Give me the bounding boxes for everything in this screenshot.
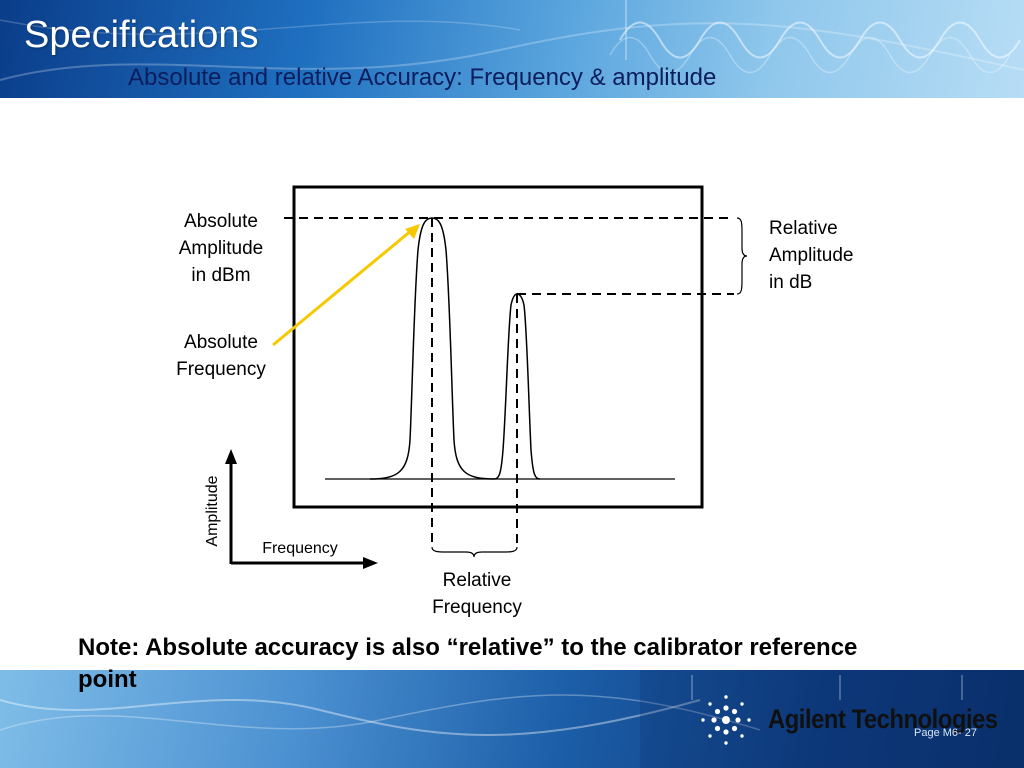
y-axis-arrow-icon	[225, 449, 237, 464]
relative-amplitude-label-line-2: Amplitude	[769, 245, 854, 266]
page-subtitle: Absolute and relative Accuracy: Frequenc…	[128, 64, 717, 91]
y-axis-label: Amplitude	[204, 475, 221, 546]
page-title: Specifications	[24, 14, 259, 56]
absolute-amplitude-label-line-3: in dBm	[191, 265, 250, 286]
x-axis-label: Frequency	[262, 540, 338, 557]
arrow-head-icon	[405, 224, 420, 239]
absolute-frequency-label-line-1: Absolute	[184, 332, 258, 353]
brand-name: Agilent Technologies	[768, 704, 998, 734]
relative-frequency-brace	[431, 546, 518, 558]
relative-amplitude-brace	[736, 217, 748, 295]
note-text: Note: Absolute accuracy is also “relativ…	[78, 634, 858, 693]
large-signal-peak	[369, 217, 495, 480]
absolute-frequency-arrow	[272, 228, 413, 347]
display-frame	[292, 185, 704, 509]
footer-banner	[0, 670, 1024, 768]
relative-amplitude-label-line-3: in dB	[769, 272, 812, 293]
agilent-spark-icon	[701, 695, 751, 745]
absolute-amplitude-label-line-1: Absolute	[184, 211, 258, 232]
page-number: Page M6- 27	[914, 727, 977, 739]
relative-frequency-label-line-1: Relative	[443, 570, 512, 591]
relative-frequency-label-line-2: Frequency	[432, 597, 522, 618]
relative-amplitude-label-line-1: Relative	[769, 218, 838, 239]
header-decoration	[0, 0, 1024, 81]
x-axis-arrow-icon	[363, 557, 378, 569]
header-banner: Specifications Absolute and relative Acc…	[0, 0, 1024, 98]
absolute-frequency-label-line-2: Frequency	[176, 359, 266, 380]
absolute-amplitude-label-line-2: Amplitude	[179, 238, 264, 259]
